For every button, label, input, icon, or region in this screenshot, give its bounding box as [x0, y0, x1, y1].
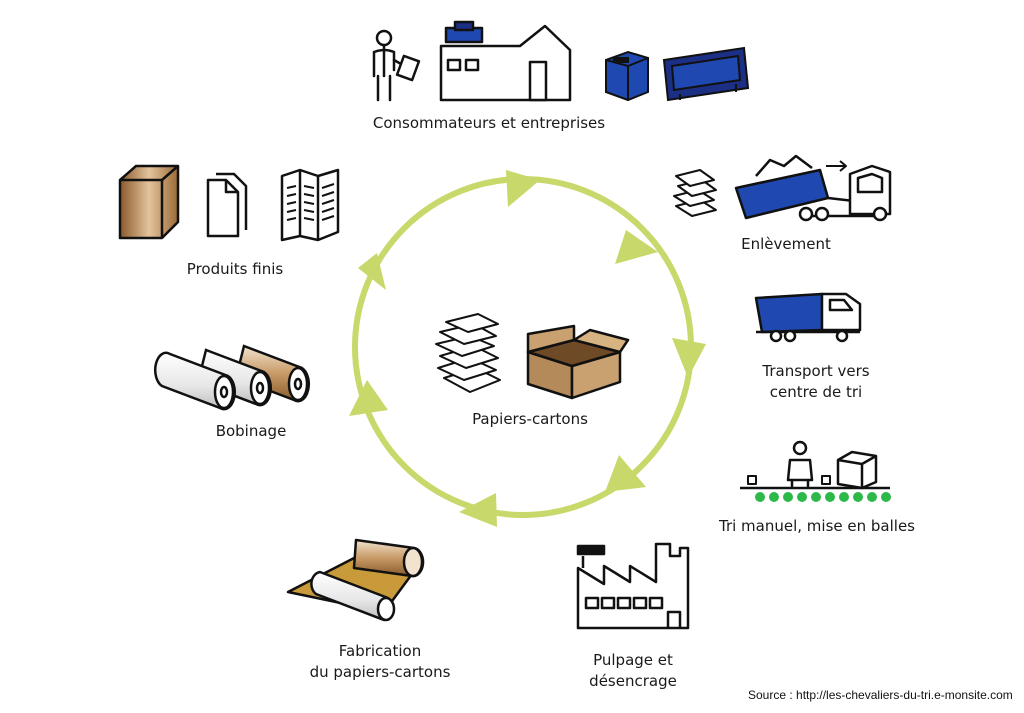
consumers-label: Consommateurs et entreprises [372, 114, 606, 132]
manufacturing-label-line2: du papiers-cartons [309, 663, 451, 681]
winding-label: Bobinage [215, 422, 287, 440]
transport-label-line2: centre de tri [769, 383, 863, 401]
person-clipboard-icon [372, 29, 421, 102]
paper-stack-icon [673, 169, 717, 217]
pulping-label-line2: désencrage [589, 672, 677, 690]
sorting-label: Tri manuel, mise en balles [719, 517, 915, 535]
cycle-arrow-upper-right [615, 230, 658, 264]
paper-machine-icon [286, 538, 425, 622]
truck-icon [754, 292, 862, 343]
cycle-arrow-lower-right [605, 455, 646, 492]
manufacturing-label-line1: Fabrication [338, 642, 422, 660]
sorting-worker-icon [747, 440, 831, 488]
book-icon [118, 164, 180, 240]
documents-icon [206, 172, 248, 238]
cardboard-box-icon [526, 324, 630, 400]
transport-label-line1: Transport vers [762, 362, 870, 380]
collection-label: Enlèvement [741, 235, 831, 253]
factory-icon [576, 542, 690, 630]
bin-icon [605, 50, 649, 102]
center-label: Papiers-cartons [472, 410, 588, 428]
cycle-circle [352, 176, 694, 518]
paper-rolls-icon [153, 344, 311, 411]
cycle-arrow-lower-left [349, 380, 388, 416]
collection-truck-icon [734, 154, 892, 222]
cycle-arrow-right [672, 338, 706, 378]
cycle-arrow-top [506, 170, 540, 207]
paper-pile-icon [435, 313, 501, 393]
cycle-arrow-bottom [459, 493, 497, 527]
newspaper-icon [280, 168, 340, 242]
source-credit: Source : http://les-chevaliers-du-tri.e-… [748, 688, 1013, 702]
finished-products-label: Produits finis [186, 260, 284, 278]
cycle-ring [349, 170, 706, 527]
bale-icon [836, 450, 878, 490]
pulping-label-line1: Pulpage et [593, 651, 673, 669]
cycle-arrow-upper-left [358, 253, 386, 290]
building-icon [439, 20, 572, 102]
container-icon [662, 46, 750, 102]
conveyor-icon [740, 486, 891, 502]
